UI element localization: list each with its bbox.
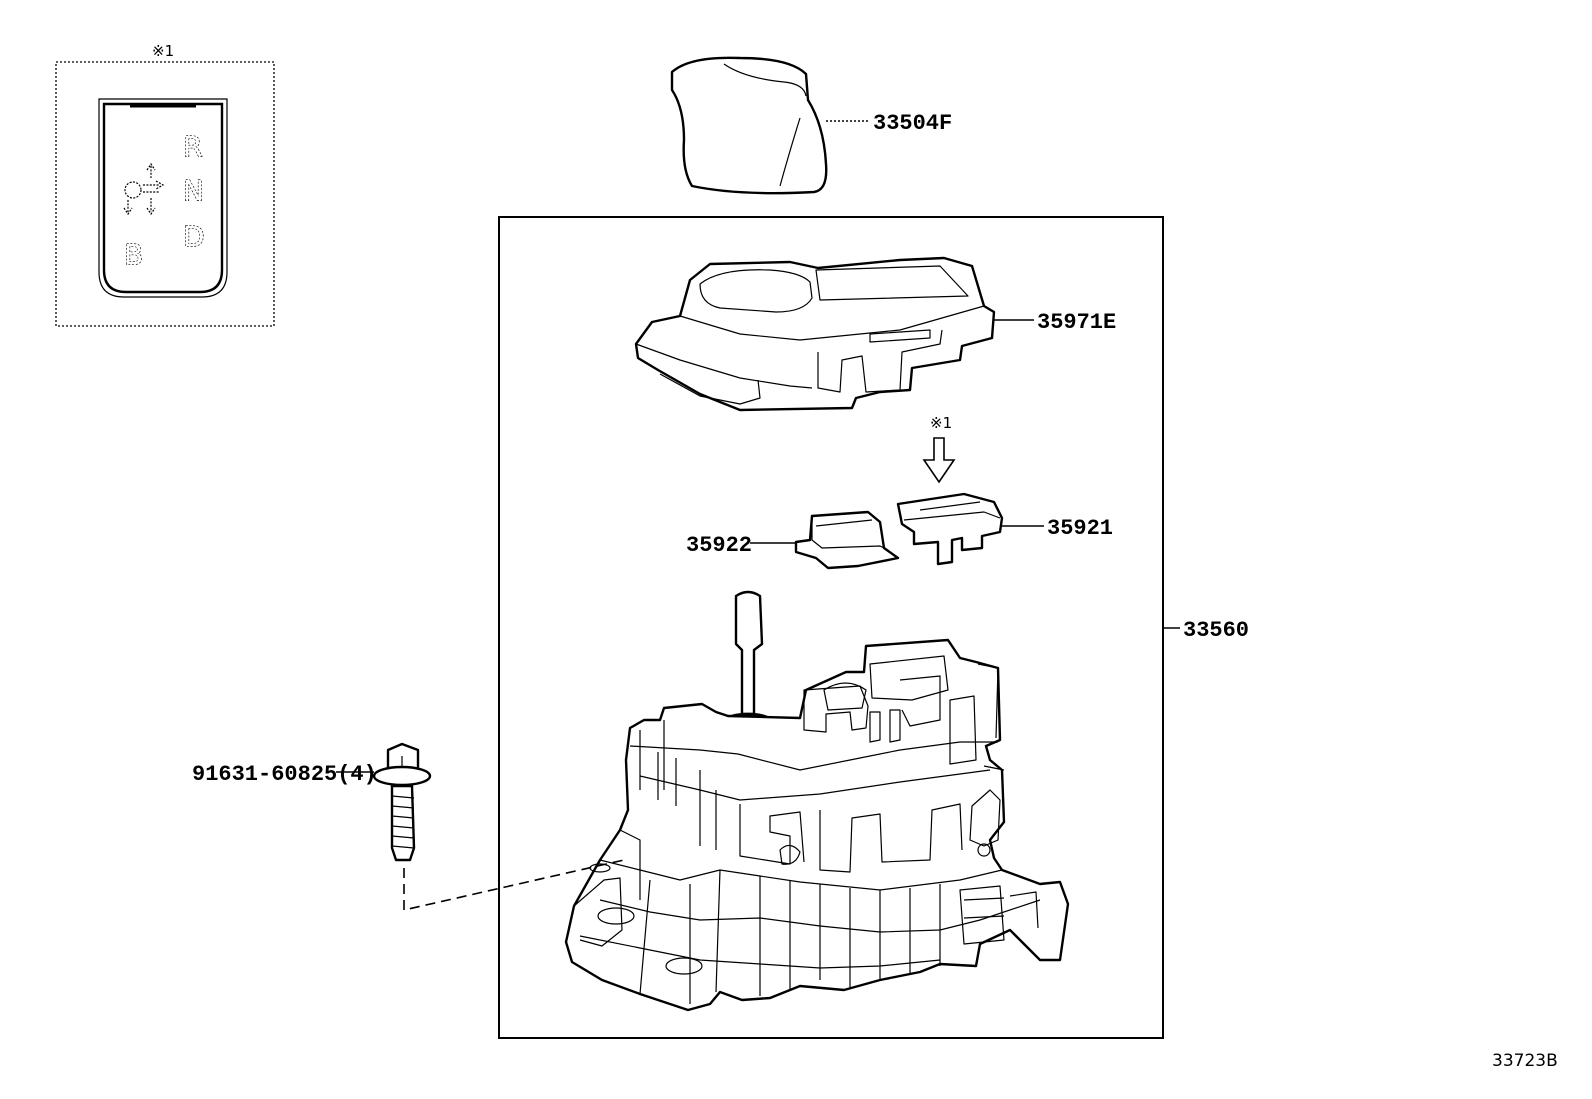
bolt: 91631-60825(4) [192,742,625,912]
part-label-35922: 35922 [686,533,752,558]
part-label-35921: 35921 [1047,516,1113,541]
indicator-plate [102,102,224,294]
gate-letter-n: N [183,174,204,207]
part-label-bolt: 91631-60825(4) [192,762,377,787]
inset-note: ※1 [152,42,174,60]
install-guide-line [403,859,625,912]
drawing-reference-number: 33723B [1492,1051,1558,1071]
gate-letter-d: D [183,220,205,253]
down-arrow-icon [922,437,956,484]
part-label-33504f: 33504F [873,111,952,136]
shift-pattern-icon [123,162,165,216]
gate-letter-r: R [183,130,202,163]
gate-letter-b: B [124,238,143,271]
shift-lever-assembly [564,590,1070,1012]
plate-35921: 35921 [896,492,1113,566]
arrow-note: ※1 [930,414,952,432]
plate-35922: 35922 [686,510,900,570]
shift-knob: 33504F [670,56,952,195]
position-indicator-housing: 35971E [634,256,1116,412]
part-label-33560: 33560 [1183,618,1249,643]
reference-arrow: ※1 [922,414,956,484]
part-label-35971e: 35971E [1037,310,1116,335]
inset-frame [55,61,275,327]
inset-shift-indicator: ※1 R N D B [55,42,275,327]
